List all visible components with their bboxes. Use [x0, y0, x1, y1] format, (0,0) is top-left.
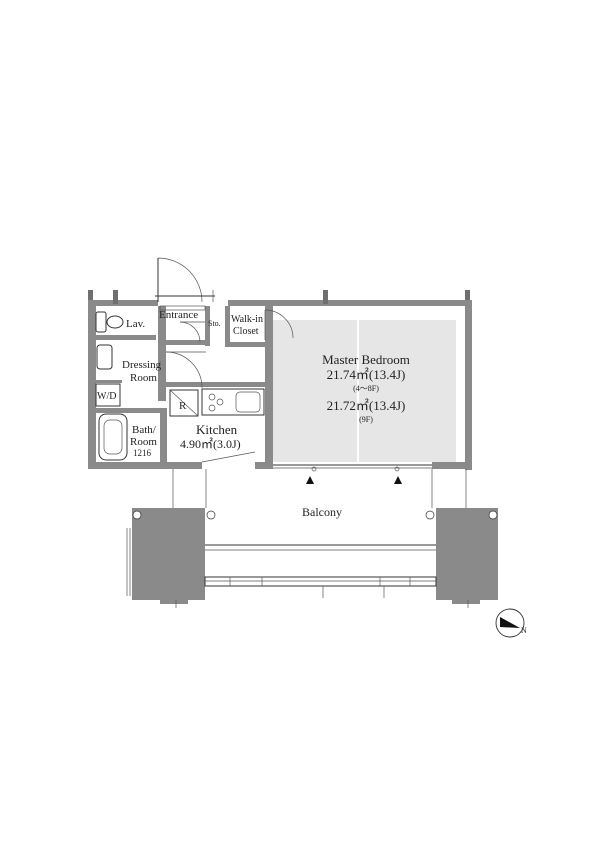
refrigerator-label: R [179, 400, 187, 412]
entrance-label: Entrance [159, 309, 198, 321]
balcony-label: Balcony [302, 505, 342, 519]
dressing-room-label-1: Dressing [122, 359, 162, 371]
dressing-room: Dressing Room [96, 344, 206, 389]
washer-dryer: W/D [95, 383, 121, 407]
walkin-closet-label-1: Walk-in [231, 314, 263, 325]
interior-walls [96, 306, 273, 466]
master-bedroom-floor [273, 320, 456, 462]
lavatory-fixtures: Lav. [95, 311, 145, 333]
master-area-1-label: 21.74㎡(13.4J) [327, 367, 406, 382]
compass-north-label: N [521, 626, 527, 635]
entrance-area: Entrance Sto. [159, 305, 221, 343]
bath-size-label: 1216 [133, 448, 152, 458]
dressing-room-label-2: Room [130, 372, 157, 384]
washer-dryer-label: W/D [97, 391, 116, 402]
walkin-closet: Walk-in Closet [231, 309, 294, 340]
walkin-closet-label-2: Closet [233, 326, 259, 337]
balcony: Balcony [126, 469, 498, 608]
outer-walls [88, 290, 472, 470]
bathroom: Bath/ Room 1216 [98, 413, 157, 461]
kitchen-name-label: Kitchen [196, 422, 238, 437]
bath-label-2: Room [130, 436, 157, 448]
kitchen-area-label: 4.90㎡(3.0J) [180, 437, 241, 451]
bath-label-1: Bath/ [132, 424, 157, 436]
lavatory-label: Lav. [126, 318, 145, 330]
north-arrow-icon: N [495, 608, 527, 638]
master-area-2-label: 21.72㎡(13.4J) [327, 398, 406, 413]
sliding-windows [273, 464, 432, 484]
kitchen: R Kitchen 4.90㎡(3.0J) [169, 388, 265, 463]
master-bedroom-label: Master Bedroom [322, 352, 410, 367]
master-floors-2-label: (9F) [359, 415, 373, 424]
master-bedroom: Master Bedroom 21.74㎡(13.4J) (4～8F) 21.7… [322, 352, 410, 424]
master-floors-1-label: (4～8F) [353, 384, 379, 393]
storage-label: Sto. [208, 319, 221, 328]
entrance-door [155, 257, 215, 303]
